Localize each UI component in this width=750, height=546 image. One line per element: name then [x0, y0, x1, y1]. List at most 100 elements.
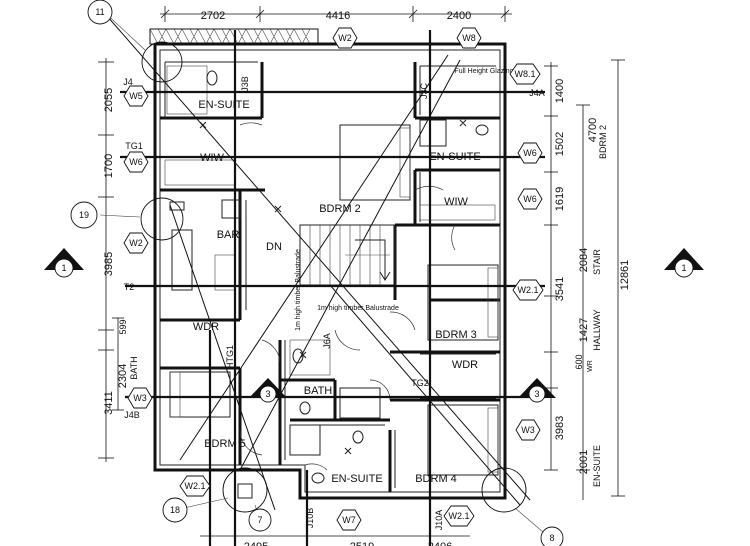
- right-dimension: 4700: [587, 118, 599, 142]
- window-tag-hex: [123, 232, 149, 254]
- window-tag: W2.1: [184, 481, 205, 491]
- window-tag-hex: [512, 279, 544, 301]
- window-tag: W6: [523, 148, 537, 158]
- joint-tag: J3C: [419, 83, 429, 100]
- right-label: HALLWAY: [592, 309, 602, 350]
- callouts: 11 19 18 7 8: [70, 0, 564, 546]
- joint-tag: TG2: [411, 378, 429, 388]
- section-marker-1-left: [54, 258, 74, 278]
- bottom-dimension: 2519: [350, 541, 374, 546]
- window-tag: W3: [521, 425, 535, 435]
- right-label: BDRM 2: [598, 125, 608, 159]
- right-dimension: 1619: [554, 187, 566, 211]
- room-label: BDRM 2: [319, 203, 361, 215]
- room-label: BDRM 5: [204, 438, 246, 450]
- joint-tag: J10B: [305, 508, 315, 529]
- bottom-dimension: 2495: [244, 541, 268, 546]
- note-label: 1m high timber Balustrade: [317, 305, 399, 312]
- room-label: WDR: [193, 321, 219, 333]
- detail-marks: [169, 119, 467, 455]
- joint-tag: J3B: [240, 76, 250, 92]
- joint-tag: T2: [124, 282, 135, 292]
- window-tags: W2 W8 W8.1 W5 W6 W6 W6 W2 W2.1 W3 W3 W2.…: [123, 27, 544, 531]
- left-dimension: 3985: [103, 252, 115, 276]
- room-label: WIW: [200, 152, 224, 164]
- window-tag: W3: [133, 393, 147, 403]
- joint-tag: HTG1: [225, 345, 235, 369]
- window-tag-hex: [517, 142, 543, 164]
- room-label: EN-SUITE: [331, 473, 382, 485]
- left-dimension: 2304: [117, 364, 129, 388]
- right-dimension: 1502: [554, 132, 566, 156]
- room-label: WDR: [452, 359, 478, 371]
- right-label: STAIR: [592, 249, 602, 275]
- window-tag-hex: [123, 85, 149, 107]
- callout-18: [162, 497, 188, 523]
- section-marker-label: 1: [681, 263, 686, 273]
- joint-tag: J4B: [124, 410, 140, 420]
- window-tag: W2: [129, 238, 143, 248]
- right-dimension: 3983: [554, 416, 566, 440]
- window-tag-hex: [515, 419, 541, 441]
- left-dimension: 599: [118, 319, 128, 334]
- joint-tag: TG1: [125, 141, 143, 151]
- window-tag-hex: [517, 188, 543, 210]
- right-dimension: 2084: [578, 248, 590, 272]
- callout-label: 19: [79, 210, 89, 220]
- room-label: EN-SUITE: [429, 151, 480, 163]
- window-tag: W2.1: [448, 511, 469, 521]
- section-marker-3-left: [259, 385, 277, 403]
- window-tag: W6: [129, 157, 143, 167]
- room-labels: EN-SUITE WIW BDRM 2 EN-SUITE WIW BAR DN …: [193, 68, 514, 485]
- room-label: DN: [266, 241, 282, 253]
- window-tag: W8: [462, 33, 476, 43]
- section-marker-3-right: [528, 385, 546, 403]
- left-dimension: 2055: [103, 88, 115, 112]
- callout-label: 18: [170, 505, 180, 515]
- section-marker-label: 1: [61, 263, 66, 273]
- window-tag: W2.1: [517, 285, 538, 295]
- section-marker-label: 3: [265, 389, 270, 399]
- window-tag-hex: [456, 27, 482, 49]
- right-dimension: 3541: [554, 277, 566, 301]
- window-tag: W8.1: [514, 69, 535, 79]
- right-dimension: 600: [574, 354, 584, 369]
- room-label: BATH: [304, 385, 333, 397]
- window-tag: W6: [523, 194, 537, 204]
- window-tag: W5: [129, 91, 143, 101]
- note-label: 1m high timber Balustrade: [295, 249, 302, 331]
- room-label: BDRM 4: [415, 473, 457, 485]
- dimension-texts: 2702 4416 2400 2495 2519 2406 2055 1700 …: [103, 10, 631, 546]
- right-dimension: 1427: [578, 318, 590, 342]
- right-dimension: 12861: [619, 260, 631, 291]
- section-marker-label: 3: [534, 389, 539, 399]
- joint-tag: J10A: [434, 510, 444, 531]
- callout-11: [87, 0, 113, 25]
- callout-label: 8: [549, 533, 554, 543]
- window-tag-hex: [443, 505, 475, 527]
- window-tag: W2: [338, 33, 352, 43]
- callout-label: 11: [95, 7, 104, 17]
- callout-label: 7: [257, 515, 262, 525]
- section-markers: 1 1 3 3: [44, 248, 704, 403]
- left-dimension: 1700: [103, 154, 115, 178]
- window-tag-hex: [509, 63, 541, 85]
- left-label: BATH: [129, 356, 139, 379]
- joint-tag: J6A: [322, 333, 332, 349]
- room-label: BAR: [217, 229, 240, 241]
- window-tag-hex: [332, 27, 358, 49]
- room-label: BDRM 3: [435, 329, 477, 341]
- room-label: WIW: [444, 196, 468, 208]
- top-dimension: 2400: [447, 10, 471, 22]
- joint-tag: J4: [123, 77, 133, 87]
- top-dimension: 4416: [326, 10, 350, 22]
- window-tag-hex: [127, 387, 153, 409]
- note-label: Full Height Glazing: [454, 68, 513, 75]
- window-tag-hex: [123, 151, 149, 173]
- callout-19: [70, 201, 98, 229]
- right-label: WR: [587, 360, 594, 372]
- callout-7: [248, 508, 272, 532]
- window-tag-hex: [336, 509, 362, 531]
- window-tag-hex: [179, 475, 211, 497]
